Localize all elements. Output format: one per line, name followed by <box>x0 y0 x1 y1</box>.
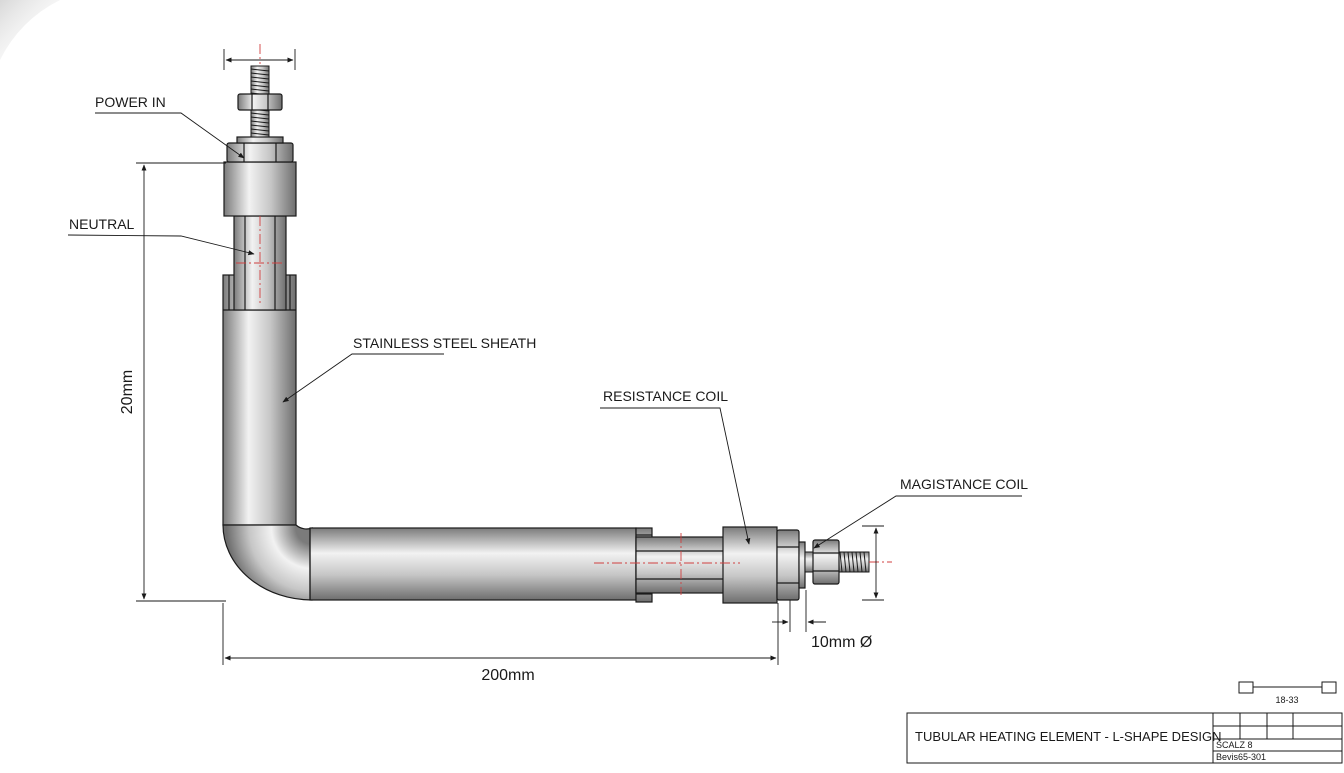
corner-shading <box>0 0 60 60</box>
label-magistance-coil: MAGISTANCE COIL <box>900 476 1028 492</box>
dimension-height: 20mm <box>119 370 136 414</box>
side-lock-nut <box>812 539 840 585</box>
leader-lines <box>67 112 1022 549</box>
top-collar <box>223 161 297 217</box>
title-block-revision: Bevis65-301 <box>1216 752 1266 762</box>
scale-bar-label: 18-33 <box>1275 695 1298 705</box>
centerlines <box>236 44 892 595</box>
side-collar <box>722 526 778 604</box>
top-nut <box>226 136 294 163</box>
label-power-in: POWER IN <box>95 94 166 110</box>
title-block <box>906 712 1343 764</box>
side-nut <box>776 529 806 601</box>
resistance-coil-sleeve <box>635 536 733 594</box>
scale-bar <box>1238 681 1337 694</box>
title-block-scale: SCALZ 8 <box>1216 740 1253 750</box>
horizontal-sheath <box>309 527 637 601</box>
dimension-length: 200mm <box>481 667 534 684</box>
title-block-title: TUBULAR HEATING ELEMENT - L-SHAPE DESIGN <box>915 729 1222 744</box>
dimension-diameter: 10mm Ø <box>811 634 872 651</box>
vertical-sheath <box>222 274 297 526</box>
top-lock-nut <box>237 93 283 111</box>
dimension-lines <box>136 49 884 665</box>
label-neutral: NEUTRAL <box>69 216 135 232</box>
bend-sheath <box>222 524 313 601</box>
label-sheath: STAINLESS STEEL SHEATH <box>353 335 536 351</box>
label-resistance-coil: RESISTANCE COIL <box>603 388 728 404</box>
